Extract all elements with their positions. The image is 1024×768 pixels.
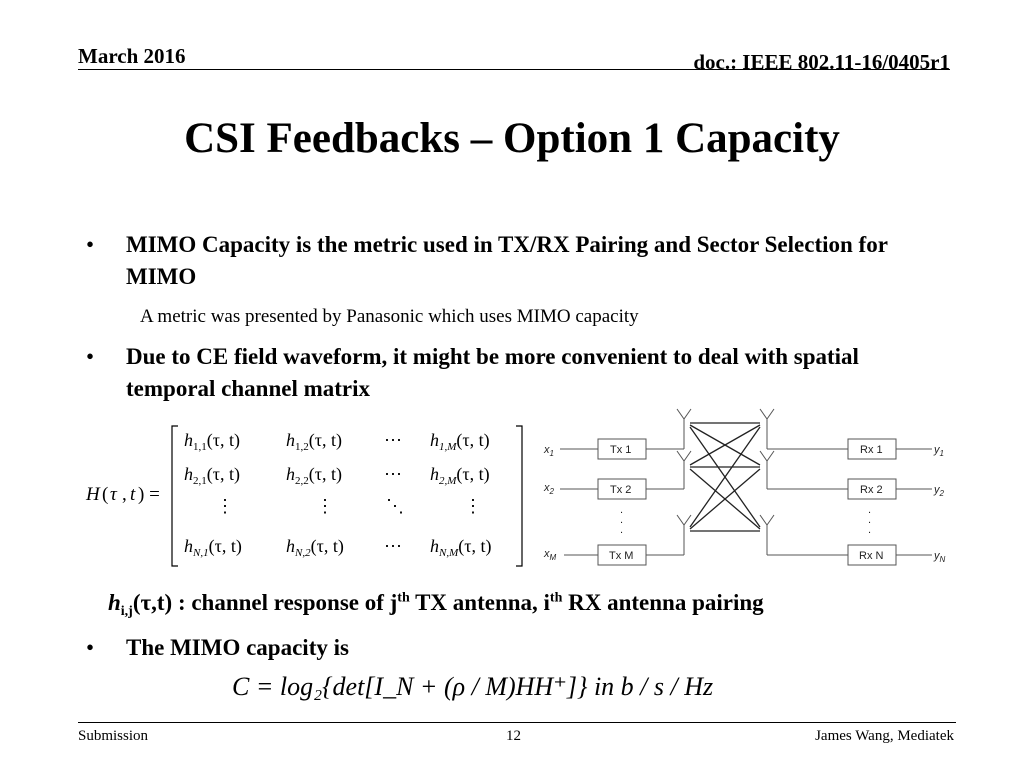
svg-text:h1,2(τ, t): h1,2(τ, t) [286,430,342,453]
tx-block-M: Tx M [609,550,633,562]
bullet-2: • Due to CE field waveform, it might be … [86,341,946,405]
rx-block-N: Rx N [859,550,884,562]
slide-title: CSI Feedbacks – Option 1 Capacity [184,115,840,162]
h-definition: hi,j(τ,t) : channel response of jth TX a… [108,590,764,619]
svg-text:.: . [620,524,623,536]
header-date: March 2016 [78,44,186,68]
footer-author: James Wang, Mediatek [815,728,954,744]
rx-block-1: Rx 1 [860,444,883,456]
tx-block-1: Tx 1 [610,444,631,456]
input-x1: x1 [543,444,554,458]
footer-rule [78,722,956,723]
input-x2: x2 [543,482,555,496]
svg-text:⋮: ⋮ [464,496,482,516]
svg-text:hN,M(τ, t): hN,M(τ, t) [430,536,491,559]
rx-block-2: Rx 2 [860,484,883,496]
header-rule [78,69,950,70]
output-y2: y2 [933,484,945,498]
svg-text:h2,2(τ, t): h2,2(τ, t) [286,464,342,487]
svg-text:h2,1(τ, t): h2,1(τ, t) [184,464,240,487]
channel-matrix: H ( τ , t ) = h1,1(τ, t) h1,2(τ, t) ⋯ h1… [85,425,523,567]
svg-text:h2,M(τ, t): h2,M(τ, t) [430,464,490,487]
svg-text:⋯: ⋯ [384,536,402,556]
svg-text:(: ( [102,484,108,505]
svg-text:h1,1(τ, t): h1,1(τ, t) [184,430,240,453]
svg-text:.: . [620,504,623,516]
svg-text:⋱: ⋱ [386,496,404,516]
svg-text:⋯: ⋯ [384,430,402,450]
svg-text:.: . [620,514,623,526]
output-yN: yN [933,550,946,564]
svg-text:hN,2(τ, t): hN,2(τ, t) [286,536,344,559]
bullet-1-text: MIMO Capacity is the metric used in TX/R… [126,232,888,289]
svg-text:τ: τ [110,484,118,505]
bullet-dot: • [86,232,95,257]
footer-submission: Submission [78,728,149,744]
input-xM: xM [543,548,557,562]
svg-text:H: H [85,484,101,505]
svg-text:.: . [868,514,871,526]
sub-bullet-1: A metric was presented by Panasonic whic… [140,306,639,327]
svg-text:) =: ) = [138,484,160,505]
tx-block-2: Tx 2 [610,484,631,496]
svg-text:⋯: ⋯ [384,464,402,484]
bullet-3: • The MIMO capacity is [86,632,349,664]
bullet-3-text: The MIMO capacity is [126,635,349,660]
bullet-1: • MIMO Capacity is the metric used in TX… [86,229,946,293]
svg-text:t: t [130,484,136,505]
bullet-dot: • [86,635,95,660]
svg-text:h1,M(τ, t): h1,M(τ, t) [430,430,490,453]
bullet-dot: • [86,344,95,369]
svg-text:.: . [868,524,871,536]
mimo-diagram: x1 x2 xM Tx 1 Tx 2 Tx M ... [543,408,946,566]
svg-text:⋮: ⋮ [316,496,334,516]
header-doc-id: doc.: IEEE 802.11-16/0405r1 [693,50,950,74]
svg-text:,: , [122,484,127,505]
svg-text:.: . [868,504,871,516]
svg-text:⋮: ⋮ [216,496,234,516]
bullet-2-text: Due to CE field waveform, it might be mo… [126,344,859,401]
footer-page-number: 12 [506,728,521,744]
svg-text:hN,1(τ, t): hN,1(τ, t) [184,536,242,559]
capacity-formula: C = log₂{det[I_N + (ρ / M)HH⁺]} in b / s… [232,672,714,701]
output-y1: y1 [933,444,944,458]
